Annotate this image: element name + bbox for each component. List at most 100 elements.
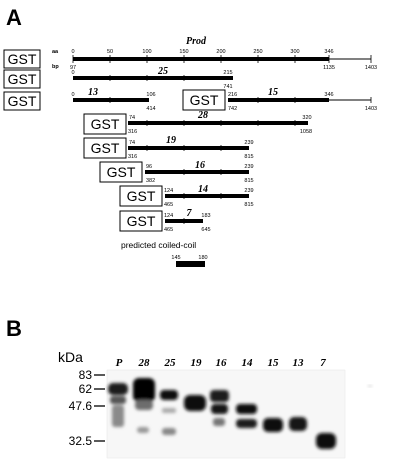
clone-7-bp-end: 645 [201, 227, 210, 233]
clone-25-aa-start: 0 [71, 70, 74, 76]
marker-label: 83 [79, 368, 93, 382]
lane-16-bands [210, 390, 229, 426]
lane-15-bands [263, 418, 283, 432]
clone-7-aa-end: 183 [201, 213, 210, 219]
gst-label: GST [127, 213, 156, 229]
gst-box [3, 91, 41, 111]
clone-14-bp-start: 465 [164, 202, 173, 208]
lane-13-bands [289, 417, 307, 431]
lane-label: 25 [164, 357, 177, 369]
clone-25-aa-end: 215 [223, 70, 232, 76]
clone-16-bar [145, 170, 249, 174]
clone-14-aa-end: 239 [244, 188, 253, 194]
clone-16-bp-start: 382 [146, 178, 155, 184]
clone-16-row: GST 16 96 239 382 815 [99, 160, 254, 184]
clone-16-aa-start: 96 [146, 164, 152, 170]
clone-15-bp-start: 742 [228, 106, 237, 112]
gst-box [182, 89, 226, 111]
lane-19-bands [184, 395, 206, 411]
clone-15-row: GST 15 216 346 742 1403 [182, 87, 377, 112]
lane-14-bands [236, 404, 257, 428]
gst-box [3, 69, 41, 89]
clone-14-aa-start: 124 [164, 188, 173, 194]
clone-15-bp-end: 1403 [365, 106, 377, 112]
gst-box [83, 113, 127, 135]
clone-28-aa-end: 320 [302, 115, 311, 121]
panel-a-label: A [6, 5, 22, 30]
prod-name: Prod [186, 36, 207, 47]
gst-label: GST [190, 92, 219, 108]
lane-7-bands [316, 433, 336, 449]
coiled-coil-caption: predicted coiled-coil [121, 240, 196, 250]
lane-label: 28 [138, 357, 151, 369]
lane-label: 14 [242, 357, 254, 369]
lane-label: 19 [191, 357, 203, 369]
clone-16-aa-end: 239 [244, 164, 253, 170]
lane-p-bands [108, 383, 128, 427]
clone-28-bar [128, 121, 308, 125]
tick-label: 50 [107, 49, 113, 55]
coiled-coil-legend: predicted coiled-coil 145 180 [121, 240, 208, 267]
clone-28-aa-start: 74 [129, 115, 135, 121]
clone-16-bp-end: 815 [244, 178, 253, 184]
clone-19-bar [128, 146, 249, 150]
clone-13-row: GST 13 0 106 414 [3, 87, 156, 112]
clone-14-bar [165, 194, 249, 198]
clone-14-row: GST 14 124 239 465 815 [119, 184, 254, 208]
kda-title: kDa [58, 349, 83, 365]
lane-25-bands [160, 390, 178, 435]
marker-label: 47.6 [69, 399, 93, 413]
panel-b-label: B [6, 316, 22, 341]
clone-19-aa-start: 74 [129, 140, 135, 146]
gst-label: GST [8, 93, 37, 109]
lane-label: 13 [293, 357, 305, 369]
gst-box [3, 49, 41, 69]
clone-14-bp-end: 815 [244, 202, 253, 208]
prod-bar [73, 57, 329, 61]
clone-15-name: 15 [268, 87, 278, 98]
clone-28-name: 28 [197, 110, 208, 121]
prod-full-length-row: GST aa bp Prod 0 50 100 150 200 250 300 … [3, 36, 377, 71]
gst-label: GST [91, 116, 120, 132]
coiled-coil-start: 145 [171, 255, 180, 261]
lane-label: 15 [268, 357, 280, 369]
tick-label: 250 [253, 49, 262, 55]
clone-13-name: 13 [88, 87, 98, 98]
clone-25-bp-end: 741 [223, 84, 232, 90]
coiled-coil-end: 180 [198, 255, 207, 261]
bp-unit-label: bp [52, 64, 59, 70]
gst-label: GST [91, 140, 120, 156]
clone-25-row: GST 25 0 215 741 [3, 66, 233, 90]
clone-19-name: 19 [166, 135, 176, 146]
clone-19-bp-end: 815 [244, 154, 253, 160]
clone-25-bar [73, 76, 233, 80]
clone-15-bar [228, 98, 329, 102]
tick-label: 100 [142, 49, 151, 55]
clone-15-aa-start: 216 [228, 92, 237, 98]
bp-end-label: 1403 [365, 65, 377, 71]
lane-28-bands [133, 378, 155, 433]
blot-bands [108, 378, 372, 449]
gst-box [83, 137, 127, 159]
lane-label: 7 [320, 357, 326, 369]
gst-label: GST [8, 51, 37, 67]
gst-label: GST [8, 71, 37, 87]
clone-28-bp-end: 1058 [300, 129, 312, 135]
prod-ticks [72, 55, 372, 63]
gst-box [119, 185, 163, 207]
aa-unit-label: aa [52, 49, 59, 55]
clone-13-bar [73, 98, 149, 102]
clone-7-name: 7 [187, 208, 193, 219]
lane-label: 16 [216, 357, 228, 369]
clone-13-aa-start: 0 [71, 92, 74, 98]
coiled-coil-bar [176, 261, 205, 267]
clone-16-name: 16 [195, 160, 205, 171]
clone-28-bp-start: 316 [128, 129, 137, 135]
gst-label: GST [107, 164, 136, 180]
clone-28-row: GST 28 74 320 316 1058 [83, 110, 312, 135]
gst-box [99, 161, 143, 183]
clone-19-aa-end: 239 [244, 140, 253, 146]
bp-start-label: 97 [70, 65, 76, 71]
clone-19-row: GST 19 74 239 316 815 [83, 135, 254, 160]
